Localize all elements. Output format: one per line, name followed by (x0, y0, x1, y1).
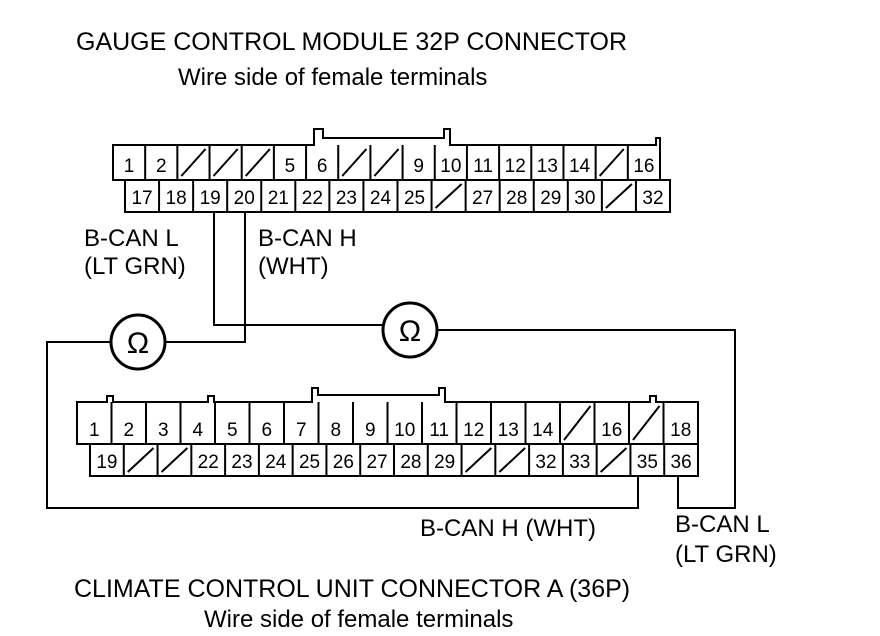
climate-row2-pin-label: 26 (333, 452, 354, 473)
climate-row2-pin-label: 28 (400, 452, 421, 473)
climate-row2-unused-cavity (127, 447, 155, 473)
gauge-row2-pin-label: 32 (642, 188, 663, 209)
climate-row2-pin-label: 27 (367, 452, 388, 473)
climate-row1-pin-label: 1 (89, 420, 100, 441)
climate-row2-pin-label: 33 (569, 452, 590, 473)
gauge-row1-unused-cavity (244, 148, 271, 177)
climate-row2-pin-label: 22 (198, 452, 219, 473)
gauge-row2-pin-label: 21 (268, 188, 289, 209)
gauge-row1-unused-cavity (598, 148, 625, 177)
gcm-can-h-color: (WHT) (258, 253, 329, 280)
wire-gcm-can-h (165, 212, 246, 343)
climate-row1-pin-label: 13 (498, 420, 519, 441)
climate-row2-pin-label: 36 (671, 452, 692, 473)
gauge-row1-pin-label: 16 (633, 156, 654, 177)
climate-row1-pin-label: 5 (227, 420, 238, 441)
gauge-row1-pin-label: 9 (413, 156, 424, 177)
gauge-row1-pin-label: 5 (285, 156, 296, 177)
ccu-can-l-label: B-CAN L (675, 511, 770, 538)
climate-row2-unused-cavity (464, 447, 493, 473)
climate-row1-pin-label: 11 (429, 420, 449, 441)
gauge-row1-pin-label: 12 (505, 156, 526, 177)
climate-row1-pin-label: 16 (601, 420, 622, 441)
climate-row2-cells: 19 22 23 24 25 26 27 28 29 32 33 35 36 (96, 444, 692, 476)
gauge-row2-pin-label: 25 (404, 188, 425, 209)
climate-row2-unused-cavity (599, 447, 628, 473)
gauge-row1-unused-cavity (373, 148, 400, 177)
gcm-can-l-label: B-CAN L (84, 225, 179, 252)
gauge-row1-pin-label: 14 (569, 156, 591, 177)
climate-row2-pin-label: 23 (231, 452, 252, 473)
gauge-row1-unused-cavity (212, 148, 239, 177)
gauge-row1-unused-cavity (341, 148, 368, 177)
climate-row1-pin-label: 6 (261, 420, 272, 441)
climate-row1-pin-label: 2 (123, 420, 134, 441)
climate-row1-pin-label: 9 (365, 420, 376, 441)
wire-ccu-can-h (46, 341, 639, 509)
gauge-row2-unused-cavity (605, 183, 633, 209)
climate-row2-pin-label: 24 (265, 452, 287, 473)
right-meter-circle (381, 301, 439, 359)
climate-row1-pin-label: 10 (394, 420, 415, 441)
gauge-row2-pin-label: 20 (234, 188, 255, 209)
gauge-row2-pin-label: 30 (574, 188, 595, 209)
gcm-can-h-label: B-CAN H (258, 225, 357, 252)
gcm-can-l-color: (LT GRN) (84, 253, 186, 280)
ohmmeter-icon: Ω (381, 301, 439, 359)
gauge-row2-pin-label: 28 (506, 188, 527, 209)
gauge-row2-pin-label: 18 (166, 188, 187, 209)
climate-row1-pin-label: 12 (463, 420, 484, 441)
climate-row2-pin-label: 25 (299, 452, 320, 473)
right-meter-symbol: Ω (399, 315, 421, 348)
ccu-can-l-color: (LT GRN) (675, 541, 777, 568)
climate-row2-unused-cavity (498, 447, 526, 473)
climate-row1-unused-cavity (632, 405, 661, 441)
wire-gcm-can-l (213, 212, 383, 326)
climate-row1-pin-label: 7 (296, 420, 307, 441)
gauge-row1-pin-label: 1 (124, 156, 135, 177)
gauge-row1-unused-cavity (180, 148, 207, 177)
gauge-row1-pin-label: 10 (440, 156, 461, 177)
gauge-row2-pin-label: 17 (131, 188, 152, 209)
gauge-row2-pin-label: 27 (472, 188, 493, 209)
climate-row2-pin-label: 35 (637, 452, 658, 473)
gauge-row2-cells: 17 18 19 20 21 22 23 24 25 27 28 29 30 32 (131, 180, 664, 212)
climate-row2-pin-label: 32 (535, 452, 556, 473)
gauge-connector-subtitle: Wire side of female terminals (178, 64, 487, 91)
gauge-row2-pin-label: 19 (200, 188, 221, 209)
gauge-row1-pin-label: 6 (317, 156, 328, 177)
ccu-can-h-label: B-CAN H (WHT) (420, 515, 596, 542)
climate-row1-unused-cavity (563, 405, 592, 441)
climate-row1-pin-label: 3 (158, 420, 169, 441)
climate-row1-pin-label: 18 (670, 420, 691, 441)
climate-connector-subtitle: Wire side of female terminals (204, 606, 513, 633)
climate-row2-pin-label: 19 (96, 452, 117, 473)
climate-row1-pin-label: 14 (532, 420, 554, 441)
ohmmeter-icon: Ω (109, 313, 167, 371)
gauge-row1-pin-label: 2 (156, 156, 167, 177)
left-meter-symbol: Ω (127, 327, 149, 360)
climate-row2-unused-cavity (160, 447, 189, 473)
gauge-row1-pin-label: 11 (473, 156, 493, 177)
test-wires (46, 212, 736, 509)
gauge-row2-pin-label: 24 (370, 188, 392, 209)
gauge-row2-pin-label: 29 (540, 188, 561, 209)
climate-row2-pin-label: 29 (434, 452, 455, 473)
climate-connector-title: CLIMATE CONTROL UNIT CONNECTOR A (36P) (74, 575, 630, 603)
left-meter-circle (109, 313, 167, 371)
climate-row1-pin-label: 8 (330, 420, 341, 441)
wire-ccu-can-l (438, 329, 736, 509)
climate-row1-pin-label: 4 (192, 420, 203, 441)
gauge-row2-pin-label: 23 (336, 188, 357, 209)
gauge-row2-unused-cavity (434, 183, 463, 209)
gauge-connector-title: GAUGE CONTROL MODULE 32P CONNECTOR (76, 28, 627, 56)
gauge-row1-pin-label: 13 (537, 156, 558, 177)
gauge-row2-pin-label: 22 (302, 188, 323, 209)
